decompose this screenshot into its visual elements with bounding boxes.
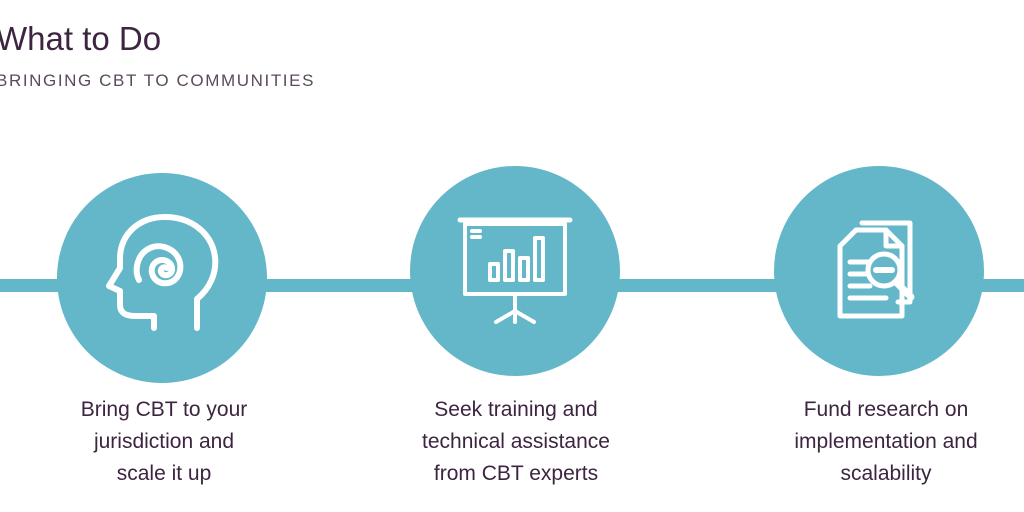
step-2-label: Seek training and technical assistance f… <box>396 394 636 490</box>
head-spiral-icon <box>106 214 219 331</box>
step-3-circle <box>774 166 984 376</box>
step-3-line-2: implementation and <box>794 430 978 453</box>
step-2-line-1: Seek training and <box>434 398 598 421</box>
step-2-circle <box>410 166 620 376</box>
step-3-label: Fund research on implementation and scal… <box>766 394 1006 490</box>
step-1-line-3: scale it up <box>116 462 212 485</box>
step-1-circle <box>57 173 267 383</box>
presentation-chart-icon <box>457 217 573 324</box>
step-1-line-2: jurisdiction and <box>93 430 235 453</box>
step-3-line-3: scalability <box>840 462 932 485</box>
step-2-line-3: from CBT experts <box>433 462 599 485</box>
page-subtitle: BRINGING CBT TO COMMUNITIES <box>0 71 316 90</box>
page-title: What to Do <box>0 20 162 57</box>
document-search-icon <box>837 220 915 319</box>
step-1-line-1: Bring CBT to your <box>80 398 248 421</box>
step-3-line-1: Fund research on <box>803 398 969 421</box>
step-1-label: Bring CBT to your jurisdiction and scale… <box>44 394 284 490</box>
step-2-line-2: technical assistance <box>422 430 610 453</box>
